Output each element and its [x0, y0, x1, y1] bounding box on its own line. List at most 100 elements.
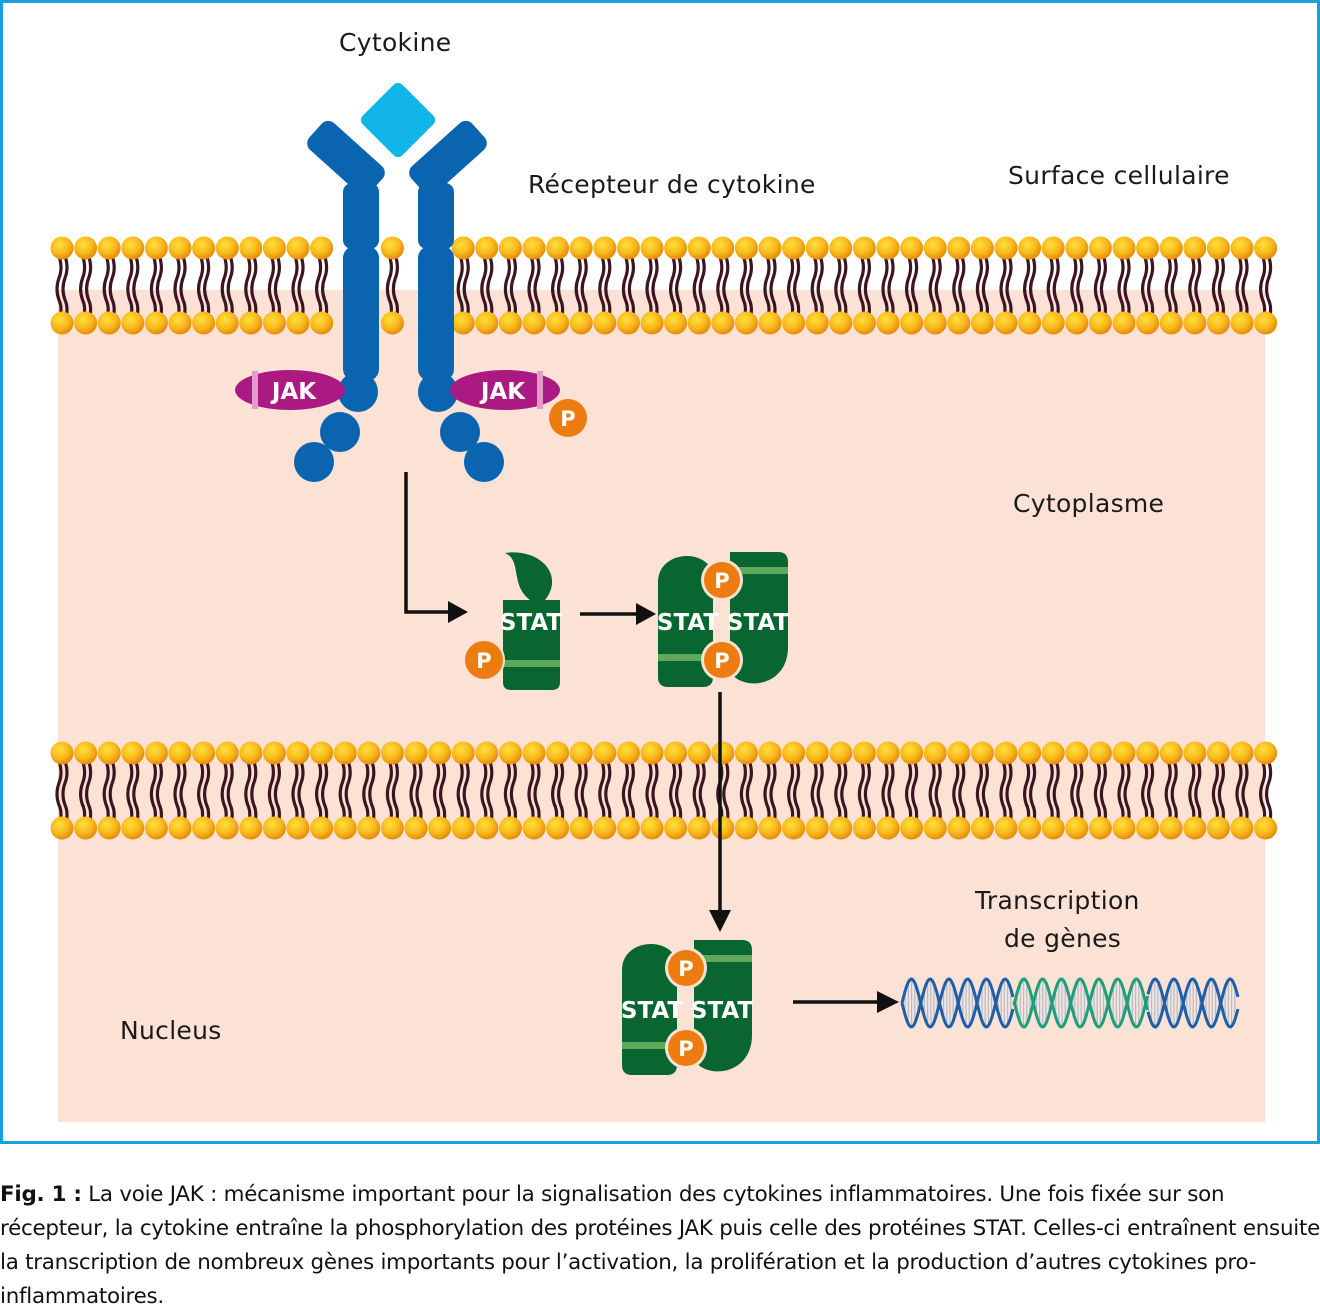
lipid [522, 236, 546, 335]
lipid [805, 741, 829, 840]
lipid [711, 236, 735, 335]
lipid [994, 236, 1018, 335]
lipid [475, 741, 499, 840]
jak-stat-diagram: JAK JAK P STAT P STAT STAT P P STAT STAT P P [50, 82, 1278, 1122]
dna-strand [1146, 977, 1240, 1029]
lipid [1206, 236, 1230, 335]
stat-dimer-cytoplasm: STAT STAT P P [657, 552, 789, 687]
nuclear-membrane [50, 741, 1278, 840]
svg-text:P: P [476, 649, 491, 673]
lipid [1112, 741, 1136, 840]
lipid [829, 741, 853, 840]
lipid [640, 741, 664, 840]
lipid [1018, 741, 1042, 840]
cytokine-label: Cytokine [339, 28, 452, 57]
lipid [498, 236, 522, 335]
svg-text:STAT: STAT [691, 998, 753, 1024]
lipid [758, 741, 782, 840]
lipid [758, 236, 782, 335]
lipid [1065, 236, 1089, 335]
lipid [215, 236, 239, 335]
receptor-label: Récepteur de cytokine [528, 170, 816, 199]
stat-monomer: STAT P [463, 552, 562, 690]
jak-right-label: JAK [479, 379, 526, 405]
lipid [1136, 236, 1160, 335]
phosphate: P [665, 1027, 707, 1069]
lipid [616, 236, 640, 335]
cell-membrane [50, 236, 1278, 335]
lipid [970, 741, 994, 840]
lipid [97, 236, 121, 335]
phosphate: P [665, 947, 707, 989]
arrow-stat-to-dimer [580, 603, 656, 625]
lipid [1183, 741, 1207, 840]
svg-text:P: P [678, 1037, 693, 1061]
svg-text:P: P [560, 407, 575, 431]
lipid [262, 236, 286, 335]
lipid [782, 741, 806, 840]
lipid [286, 741, 310, 840]
svg-text:P: P [678, 957, 693, 981]
lipid [1254, 236, 1278, 335]
lipid [734, 236, 758, 335]
figure-caption: Fig. 1 : La voie JAK : mécanisme importa… [0, 1178, 1320, 1314]
phosphate: P [701, 559, 743, 601]
lipid [1206, 741, 1230, 840]
lipid [192, 236, 216, 335]
lipid [947, 741, 971, 840]
transcription-label-line2: de gènes [1004, 924, 1122, 953]
lipid [121, 236, 145, 335]
jak-left: JAK [235, 370, 345, 410]
lipid [522, 741, 546, 840]
lipid [876, 741, 900, 840]
lipid [74, 741, 98, 840]
lipid [239, 236, 263, 335]
lipid [310, 236, 334, 335]
lipid [782, 236, 806, 335]
lipid [1112, 236, 1136, 335]
lipid [357, 741, 381, 840]
lipid [1159, 236, 1183, 335]
svg-text:STAT: STAT [727, 610, 789, 636]
phosphate: P [701, 639, 743, 681]
dna-strand [1012, 977, 1149, 1029]
lipid [168, 236, 192, 335]
cell-surface-label: Surface cellulaire [1008, 161, 1230, 190]
svg-text:STAT: STAT [657, 610, 719, 636]
lipid [852, 236, 876, 335]
lipid [616, 741, 640, 840]
cytokine [360, 82, 436, 158]
lipid [1254, 741, 1278, 840]
lipid [498, 741, 522, 840]
lipid [1230, 236, 1254, 335]
svg-text:STAT: STAT [621, 998, 683, 1024]
lipid [1065, 741, 1089, 840]
cytokine-receptor [294, 120, 504, 482]
lipid [404, 741, 428, 840]
stat-left [658, 555, 713, 687]
lipid [74, 236, 98, 335]
caption-prefix: Fig. 1 : [0, 1182, 82, 1207]
cytoplasm-label: Cytoplasme [1013, 489, 1165, 518]
lipid [829, 236, 853, 335]
lipid [121, 741, 145, 840]
lipid [569, 741, 593, 840]
lipid [451, 741, 475, 840]
stat-left [622, 943, 677, 1075]
lipid [805, 236, 829, 335]
phosphate-jak: P [549, 399, 587, 437]
lipid [546, 236, 570, 335]
lipid [876, 236, 900, 335]
lipid [569, 236, 593, 335]
lipid [546, 741, 570, 840]
svg-text:P: P [714, 569, 729, 593]
lipid [664, 741, 688, 840]
lipid [1088, 741, 1112, 840]
lipid [970, 236, 994, 335]
lipid [1183, 236, 1207, 335]
stat-right [694, 940, 752, 1072]
lipid [310, 741, 334, 840]
lipid [50, 741, 74, 840]
arrow-dimer-to-nucleus [709, 692, 731, 932]
lipid [687, 236, 711, 335]
